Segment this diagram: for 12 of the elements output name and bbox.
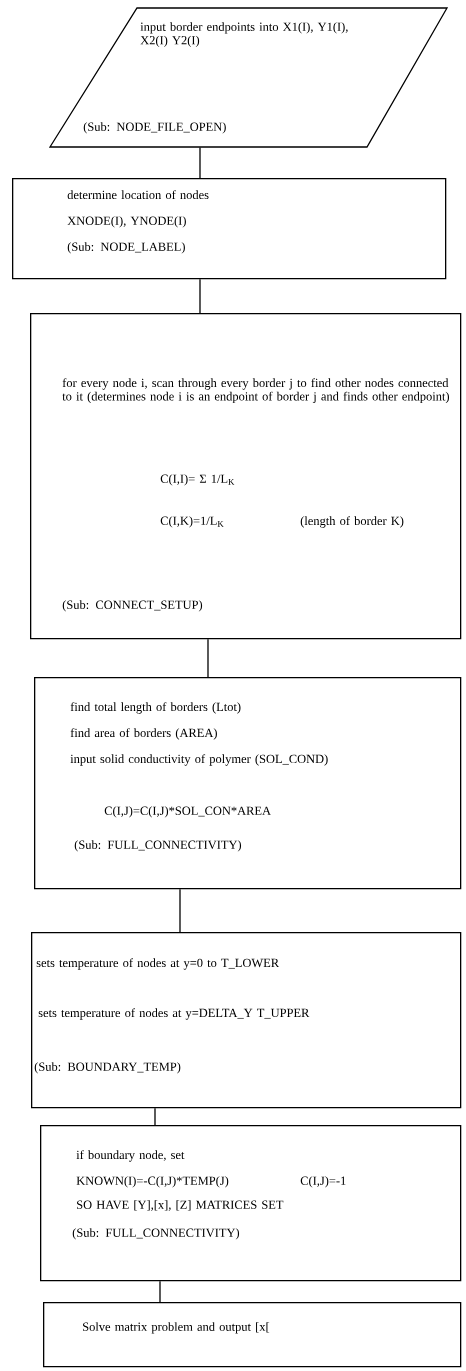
process-box: for every node i, scan through every border j to find other nodes connected to it (determines node i is an endpoint of border j and finds other endpoint) C(I,I)= Σ 1/L$_{K}$ C(I,K)=1/L$_{K}$ (length of border K) (Sub: CONNECT_SETUP)	[30, 313, 462, 640]
connector-line	[199, 278, 201, 314]
connector-line	[207, 638, 209, 678]
connector-line	[179, 888, 181, 933]
process-box: find total length of borders (Ltot) find area of borders (AREA) input solid conductivity of polymer (SOL_COND) C(I,J)=C(I,J)*SOL_CON*AREA (Sub: FULL_CONNECTIVITY)	[34, 677, 462, 890]
process-box: sets temperature of nodes at y=0 to T_LOWER sets temperature of nodes at y=DELTA_Y T_UPPER (Sub: BOUNDARY_TEMP)	[31, 932, 462, 1109]
process-box: if boundary node, set KNOWN(I)=-C(I,J)*TEMP(J) C(I,J)=-1 SO HAVE [Y],[x], [Z] MATRICES SET (Sub: FULL_CONNECTIVITY)	[40, 1125, 462, 1282]
process-box: determine location of nodes XNODE(I), YNODE(I) (Sub: NODE_LABEL)	[12, 178, 447, 280]
process-box: Solve matrix problem and output [x[	[43, 1302, 462, 1368]
connector-line	[199, 146, 201, 179]
connector-line	[154, 1107, 156, 1126]
connector-line	[159, 1280, 161, 1303]
